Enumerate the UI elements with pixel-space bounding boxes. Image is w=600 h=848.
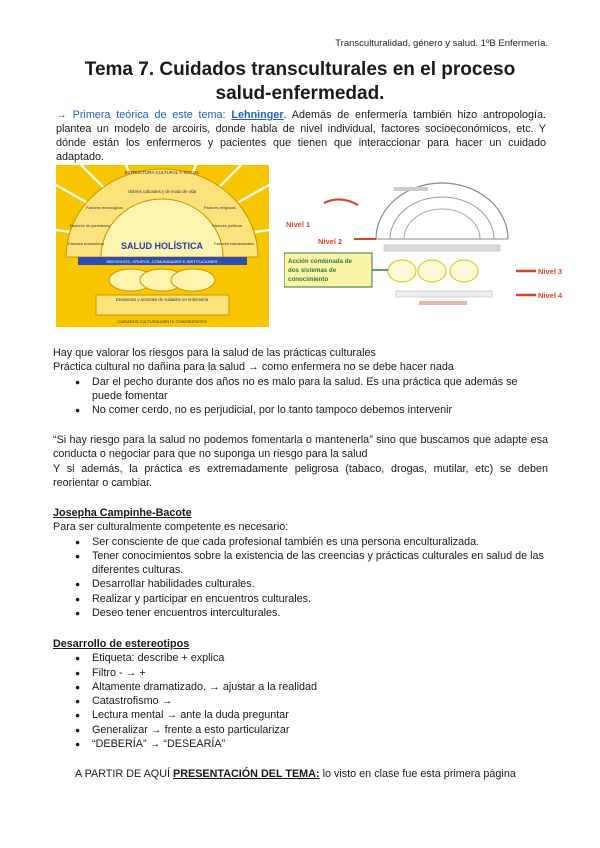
individuals-band <box>78 257 247 265</box>
holistic-health-label: SALUD HOLÍSTICA <box>121 241 203 251</box>
list-item: Ser consciente de que cada profesional t… <box>75 535 548 550</box>
middle-arc <box>389 196 495 240</box>
presentation-strong: PRESENTACIÓN DEL TEMA: <box>173 768 320 780</box>
list-item: Deseo tener encuentros interculturales. <box>75 606 548 621</box>
stereotypes-heading: Desarrollo de estereotipos <box>53 638 190 650</box>
ray-label-educational: Factores educacionales <box>214 242 254 246</box>
levels-model-figure: Nivel 1 Nivel 2 Acción combinada de dos … <box>284 181 572 313</box>
list-item: Lectura mental → ante la duda preguntar <box>75 708 548 723</box>
box-line-1: Acción combinada de <box>288 258 353 265</box>
yellow-circle-left <box>387 259 417 283</box>
congruent-care-label: CUIDADOS CULTURALMENTE CONGRUENTES <box>117 319 207 324</box>
campinha-section: Josepha Campinhe-Bacote Para ser cultura… <box>53 506 548 621</box>
list-item: Filtro - → + <box>75 666 548 681</box>
presentation-prefix: A PARTIR DE AQUÍ <box>75 768 173 780</box>
stereotypes-list: Etiqueta: describe + explica Filtro - → … <box>53 651 548 751</box>
title-line-2: salud-enfermedad. <box>215 83 385 104</box>
yellow-circle-center <box>417 259 447 283</box>
course-header: Transculturalidad, género y salud. 1ºB E… <box>335 38 548 49</box>
level1-label: Nivel 1 <box>286 220 310 229</box>
ray-label-political: Factores políticos <box>212 224 242 228</box>
risks-list: Dar el pecho durante dos años no es malo… <box>53 375 548 418</box>
box-line-3: conocimiento <box>288 276 328 283</box>
ray-label-religious: Factores religiosos <box>204 206 236 210</box>
mid-band <box>383 244 501 252</box>
list-item: Generalizar → frente a esto particulariz… <box>75 723 548 738</box>
list-item: “DEBERÍA” → “DESEARÍA” <box>75 737 548 752</box>
risks-section: Hay que valorar los riesgos para la salu… <box>53 346 548 418</box>
level3-label: Nivel 3 <box>538 267 562 276</box>
list-item: Etiqueta: describe + explica <box>75 651 548 666</box>
stereotypes-section: Desarrollo de estereotipos Etiqueta: des… <box>53 637 548 752</box>
list-item: Desarrollar habilidades culturales. <box>75 577 548 592</box>
intro-paragraph: → Primera teórica de este tema: Lehninge… <box>56 108 546 164</box>
list-item: Catastrofismo → <box>75 694 548 709</box>
ray-label-kinship: Factores de parentesco <box>70 224 110 228</box>
risks-paragraph-2: Práctica cultural no dañina para la salu… <box>53 361 454 374</box>
outer-arc <box>375 182 509 240</box>
bottom-red-bar <box>419 301 467 305</box>
top-structure-label: ESTRUCTURA CULTURAL Y SOCIAL <box>125 170 201 175</box>
author-name: Lehninger <box>231 109 284 121</box>
list-item: Dar el pecho durante dos años no es malo… <box>75 375 548 404</box>
ray-label-economic: Factores económicos <box>68 242 104 246</box>
presentation-note: A PARTIR DE AQUÍ PRESENTACIÓN DEL TEMA: … <box>75 768 516 780</box>
inner-arc <box>100 198 224 258</box>
quote-section: “Si hay riesgo para la salud no podemos … <box>53 433 548 490</box>
list-item: No comer cerdo, no es perjudicial, por l… <box>75 403 548 418</box>
danger-paragraph: Y si además, la práctica es extremadamen… <box>53 462 548 489</box>
level1-arrow <box>323 198 359 206</box>
quote-paragraph: “Si hay riesgo para la salud no podemos … <box>53 434 548 461</box>
campinha-list: Ser consciente de que cada profesional t… <box>53 535 548 621</box>
level4-label: Nivel 4 <box>538 291 563 300</box>
page-title: Tema 7. Cuidados transculturales en el p… <box>60 58 540 106</box>
campinha-intro: Para ser culturalmente competente es nec… <box>53 521 289 534</box>
presentation-suffix: lo visto en clase fue esta primera págin… <box>319 768 516 780</box>
top-label-bar <box>394 187 428 191</box>
inner-arc-2 <box>403 208 481 240</box>
level2-label: Nivel 2 <box>318 237 342 246</box>
intro-rest: . Además de enfermería también hizo antr… <box>56 109 546 163</box>
bottom-band <box>395 290 493 298</box>
system-circle-right <box>170 268 216 292</box>
ray-label-tech: Factores tecnológicos <box>86 206 123 210</box>
risks-paragraph-1: Hay que valorar los riesgos para la salu… <box>53 347 376 359</box>
care-decisions-box <box>95 294 230 316</box>
campinha-heading: Josepha Campinhe-Bacote <box>53 507 192 519</box>
list-item: Tener conocimientos sobre la existencia … <box>75 549 548 578</box>
care-decisions-label: Decisiones y acciones de cuidados en enf… <box>116 297 209 302</box>
yellow-circle-right <box>449 259 479 283</box>
list-item: Realizar y participar en encuentros cult… <box>75 592 548 607</box>
box-line-2: dos sistemas de <box>288 267 337 274</box>
list-item: Altamente dramatizado. → ajustar a la re… <box>75 680 548 695</box>
sunrise-model-figure: ESTRUCTURA CULTURAL Y SOCIAL Valores cul… <box>56 165 269 327</box>
title-line-1: Tema 7. Cuidados transculturales en el p… <box>84 59 516 80</box>
individuals-band-label: INDIVIDUOS, GRUPOS, COMUNIDADES E INSTIT… <box>107 259 218 264</box>
ray-label-values: Valores culturales y de modo de vida <box>128 189 197 194</box>
intro-lead: → Primera teórica de este tema: <box>56 109 232 121</box>
